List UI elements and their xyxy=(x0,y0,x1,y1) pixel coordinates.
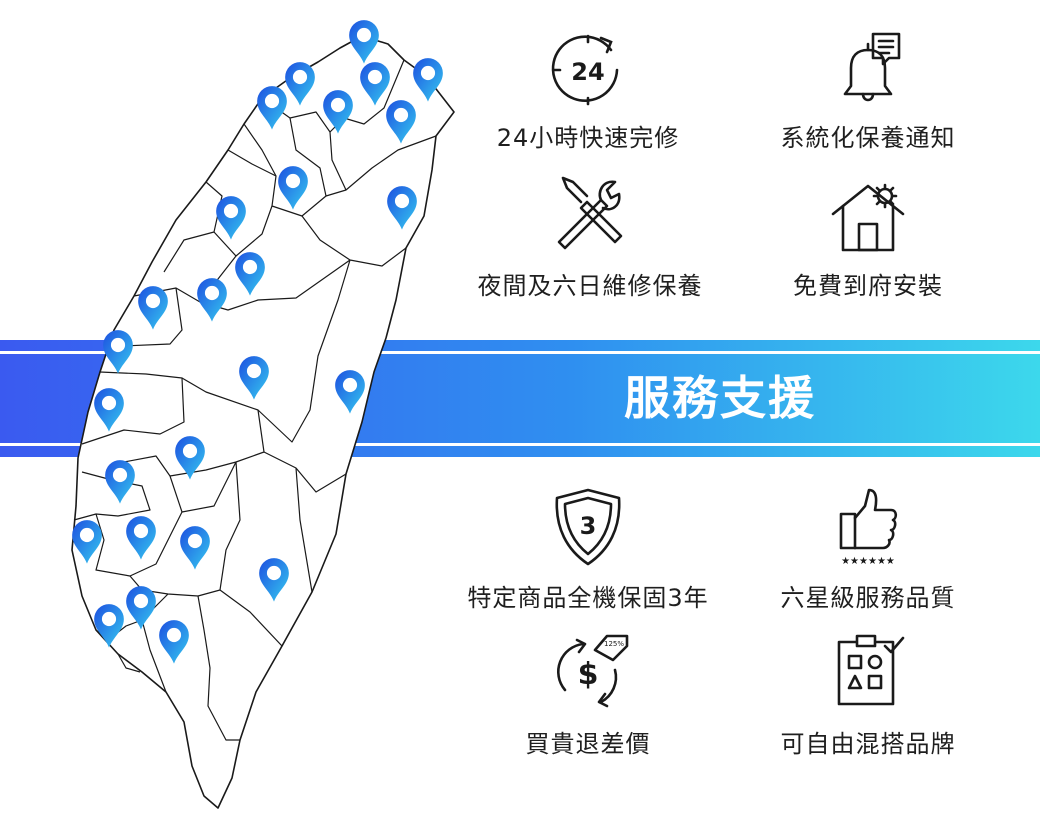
svg-text:125%: 125% xyxy=(604,640,624,648)
service-24h-repair: 24 24小時快速完修 xyxy=(458,28,718,153)
taiwan-map xyxy=(71,20,455,809)
service-label: 24小時快速完修 xyxy=(496,124,680,152)
service-free-installation: 免費到府安裝 xyxy=(738,174,998,301)
wrench-screwdriver-icon xyxy=(557,176,623,250)
mix-brands-icon xyxy=(837,634,905,706)
svg-text:24: 24 xyxy=(571,58,604,86)
service-label: 免費到府安裝 xyxy=(793,272,943,300)
service-label: 夜間及六日維修保養 xyxy=(477,272,703,300)
clock-24-icon: 24 xyxy=(551,34,619,106)
service-label: 系統化保養通知 xyxy=(780,124,956,152)
banner-title: 服務支援 xyxy=(624,371,816,425)
service-3-year-warranty: 3 特定商品全機保固3年 xyxy=(458,484,718,613)
service-night-weekend: 夜間及六日維修保養 xyxy=(460,174,720,301)
service-price-refund: $ 125% 買貴退差價 xyxy=(458,630,718,759)
service-label: 買貴退差價 xyxy=(525,730,651,758)
service-label: 六星級服務品質 xyxy=(780,584,956,612)
svg-text:$: $ xyxy=(578,657,599,692)
service-maintenance-notice: 系統化保養通知 xyxy=(738,28,998,153)
service-six-star-quality: ★★★★★★ 六星級服務品質 xyxy=(738,484,998,613)
svg-text:3: 3 xyxy=(580,512,597,540)
service-mix-brands: 可自由混搭品牌 xyxy=(738,630,998,759)
dollar-refund-icon: $ 125% xyxy=(557,634,629,708)
service-label: 特定商品全機保固3年 xyxy=(467,584,709,612)
thumbs-up-stars-icon: ★★★★★★ xyxy=(839,488,898,567)
bell-notification-icon xyxy=(843,32,901,102)
svg-text:★★★★★★: ★★★★★★ xyxy=(841,556,895,567)
island-outline xyxy=(71,35,455,809)
shield-3-icon: 3 xyxy=(555,488,621,566)
house-gear-icon xyxy=(831,183,905,252)
service-label: 可自由混搭品牌 xyxy=(780,730,956,758)
